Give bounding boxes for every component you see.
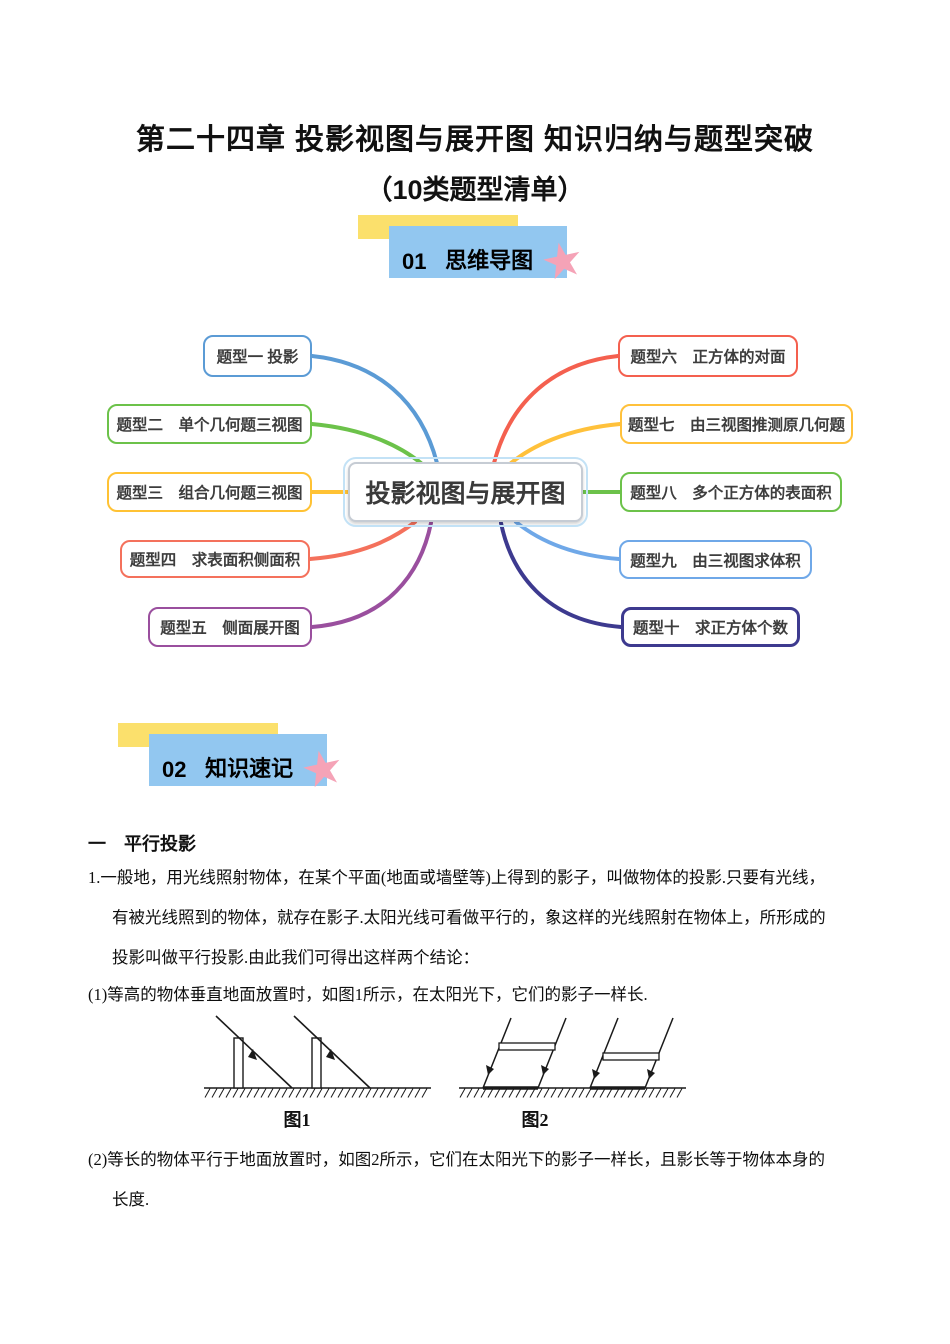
section-01-header: 01 思维导图 ★: [358, 215, 598, 295]
light-ray: [537, 1017, 567, 1089]
paragraph-line: 长度.: [112, 1190, 150, 1209]
figure-1-caption: 图1: [283, 1110, 311, 1130]
branch-right-2: [509, 422, 622, 465]
document-title-line2: （10类题型清单）: [365, 175, 585, 205]
ray-arrow: [647, 1069, 655, 1079]
figure-2-caption: 图2: [521, 1110, 549, 1130]
star-icon: ★: [295, 737, 350, 801]
horizontal-bar: [602, 1052, 660, 1061]
mindmap-node-type5: 题型五 侧面展开图: [148, 607, 312, 647]
knowledge-heading: 一 平行投影: [88, 834, 196, 854]
mindmap: 题型一 投影 题型二 单个几何题三视图 题型三 组合几何题三视图 题型四 求表面…: [0, 330, 950, 660]
mindmap-node-type10: 题型十 求正方体个数: [621, 607, 800, 647]
node-label: 题型三 组合几何题三视图: [116, 485, 303, 502]
section-number: 01: [402, 249, 427, 274]
mindmap-node-type7: 题型七 由三视图推测原几何题: [620, 404, 853, 444]
mindmap-node-type2: 题型二 单个几何题三视图: [107, 404, 312, 444]
mindmap-node-type6: 题型六 正方体的对面: [618, 335, 798, 377]
section-label: 思维导图: [445, 248, 534, 273]
ground-hatch: [459, 1088, 683, 1098]
mindmap-node-type3: 题型三 组合几何题三视图: [107, 472, 312, 512]
paragraph-line: 1.一般地，用光线照射物体，在某个平面(地面或墙壁等)上得到的影子，叫做物体的投…: [88, 868, 825, 887]
mindmap-node-type8: 题型八 多个正方体的表面积: [620, 472, 842, 512]
node-label: 题型四 求表面积侧面积: [129, 552, 301, 569]
horizontal-bar: [498, 1042, 556, 1051]
pole: [233, 1037, 244, 1089]
mindmap-branches-svg: [305, 354, 624, 629]
blue-header-bar: 01 思维导图: [389, 226, 567, 278]
mindmap-node-type4: 题型四 求表面积侧面积: [120, 540, 310, 578]
mindmap-center-node: 投影视图与展开图: [343, 457, 588, 527]
figure-1: [204, 1015, 431, 1098]
node-label: 题型一 投影: [216, 349, 299, 366]
branch-left-2: [310, 422, 423, 465]
branch-right-4: [514, 520, 621, 561]
section-number: 02: [162, 757, 187, 782]
document-title-line1: 第二十四章 投影视图与展开图 知识归纳与题型突破: [135, 124, 815, 156]
paragraph-line: (1)等高的物体垂直地面放置时，如图1所示，在太阳光下，它们的影子一样长.: [88, 985, 648, 1004]
star-icon: ★: [535, 229, 590, 293]
light-ray: [482, 1017, 512, 1089]
figure-2: [459, 1017, 686, 1098]
node-label: 题型二 单个几何题三视图: [116, 417, 303, 434]
node-label: 题型九 由三视图求体积: [630, 552, 801, 570]
node-label: 题型八 多个正方体的表面积: [630, 485, 832, 502]
ray-arrow: [592, 1069, 600, 1079]
node-label: 题型十 求正方体个数: [632, 620, 788, 637]
node-label: 题型七 由三视图推测原几何题: [627, 417, 845, 434]
branch-left-4: [308, 520, 417, 561]
ray-arrow: [326, 1049, 335, 1060]
paragraph-line: 有被光线照到的物体，就存在影子.太阳光线可看做平行的，象这样的光线照射在物体上，…: [112, 908, 826, 927]
branch-right-5: [499, 521, 623, 629]
ray-arrow: [248, 1049, 257, 1060]
node-label: 题型六 正方体的对面: [630, 349, 786, 366]
section-02-header: 02 知识速记 ★: [118, 723, 358, 803]
pole: [311, 1037, 322, 1089]
mindmap-node-type1: 题型一 投影: [203, 335, 312, 377]
blue-header-bar: 02 知识速记: [149, 734, 327, 786]
paragraph-line: 投影叫做平行投影.由此我们可得出这样两个结论：: [112, 948, 480, 967]
branch-left-5: [310, 521, 433, 629]
center-node-label: 投影视图与展开图: [365, 480, 566, 508]
branch-right-1: [492, 354, 620, 465]
ray-arrow: [541, 1065, 549, 1075]
paragraph-line: (2)等长的物体平行于地面放置时，如图2所示，它们在太阳光下的影子一样长，且影长…: [88, 1150, 825, 1169]
mindmap-node-type9: 题型九 由三视图求体积: [619, 540, 812, 579]
node-label: 题型五 侧面展开图: [160, 620, 300, 637]
ray-arrow: [486, 1065, 494, 1075]
section-label: 知识速记: [205, 756, 294, 781]
branch-left-1: [310, 354, 439, 465]
ground-hatch: [204, 1088, 428, 1098]
